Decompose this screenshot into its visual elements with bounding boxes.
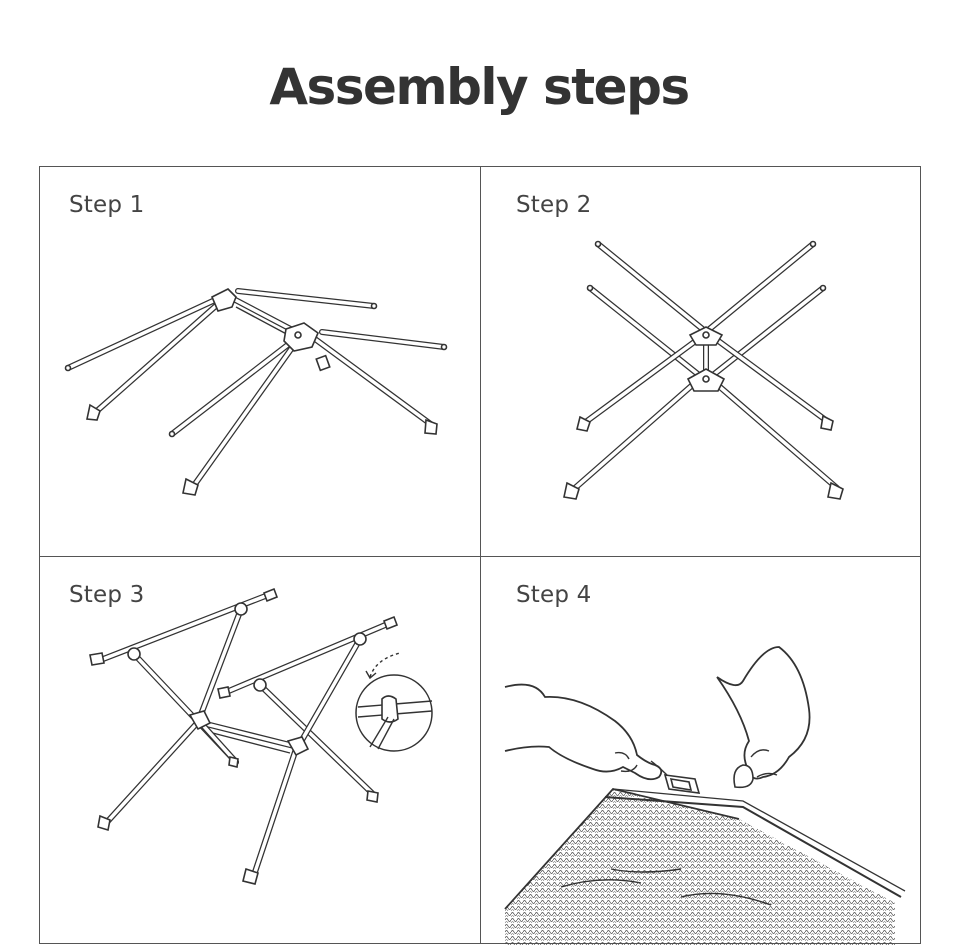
step-2-label: Step 2 — [516, 192, 592, 218]
step-1-panel: Step 1 — [40, 167, 480, 555]
step-3-illustration — [89, 587, 433, 885]
step-1-label: Step 1 — [69, 192, 145, 218]
grid-divider-horizontal — [40, 556, 920, 557]
step-1-illustration — [64, 288, 448, 496]
steps-grid: Step 1 — [39, 166, 921, 945]
step-3-label: Step 3 — [69, 582, 145, 608]
step-4-illustration — [504, 646, 906, 945]
step-2-illustration — [563, 240, 844, 500]
step-3-panel: Step 3 — [40, 557, 480, 945]
step-4-panel: Step 4 — [481, 557, 921, 945]
step-2-panel: Step 2 — [481, 167, 921, 555]
step-4-label: Step 4 — [516, 582, 592, 608]
grid-divider-vertical — [480, 167, 481, 943]
page-title: Assembly steps — [269, 58, 690, 116]
